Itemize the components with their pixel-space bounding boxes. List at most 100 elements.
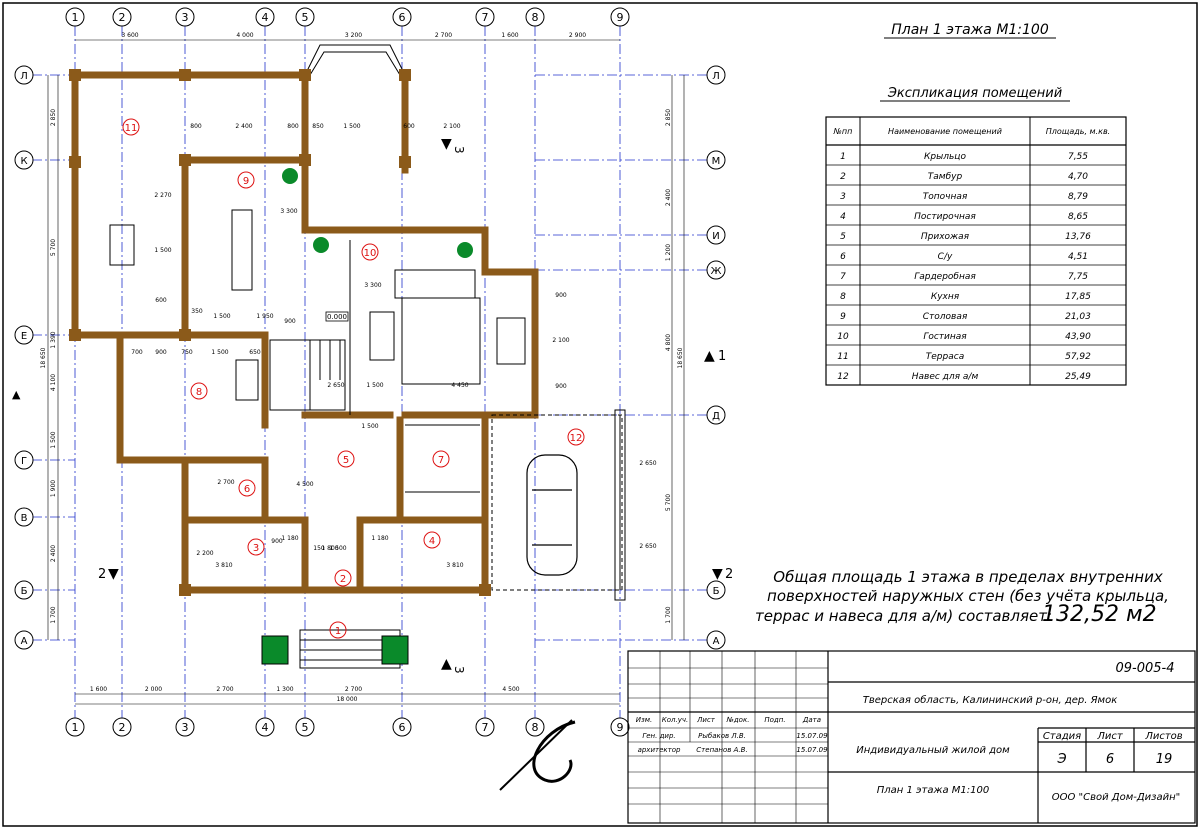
explication-cell-area: 8,65 xyxy=(1068,212,1088,222)
stamp-signer-role: Ген. дир. xyxy=(642,732,675,740)
axis-bubble xyxy=(65,7,85,27)
stamp-column-header: Лист xyxy=(696,716,716,724)
axis-label: 8 xyxy=(532,11,539,24)
explication-cell-name: Терраса xyxy=(926,352,964,362)
stamp-company: ООО "Свой Дом-Дизайн" xyxy=(1052,792,1181,803)
inner-dimension: 2 650 xyxy=(327,382,344,389)
room-number: 8 xyxy=(196,387,202,398)
inner-dimension: 3 810 xyxy=(215,562,232,569)
axis-bubble xyxy=(112,717,132,737)
explication-cell-area: 17,85 xyxy=(1065,292,1091,302)
explication-cell-number: 11 xyxy=(837,352,848,362)
stamp-column-header: Кол.уч. xyxy=(662,716,688,724)
room-number-circle xyxy=(423,531,441,549)
explication-cell-number: 6 xyxy=(840,252,846,262)
explication-cell-area: 25,49 xyxy=(1065,372,1091,382)
axis-label: 7 xyxy=(482,11,489,24)
explication-cell-number: 10 xyxy=(837,332,849,342)
axis-label: Л xyxy=(712,71,720,82)
axis-bubble xyxy=(475,7,495,27)
right-dimension: 1 700 xyxy=(665,606,672,623)
axis-bubble xyxy=(610,7,630,27)
axis-label: 8 xyxy=(532,721,539,734)
svg-text:▲: ▲ xyxy=(441,656,452,672)
axis-label: 9 xyxy=(617,721,624,734)
right-dimension: 2 850 xyxy=(665,109,672,126)
explication-cell-number: 7 xyxy=(840,272,846,282)
top-dimension: 3 600 xyxy=(121,32,138,39)
explication-header: №пп xyxy=(833,127,853,136)
axis-label: 2 xyxy=(119,11,126,24)
axis-bubble xyxy=(295,717,315,737)
left-dimension: 5 700 xyxy=(50,239,57,256)
axis-label: 1 xyxy=(72,11,79,24)
left-total-dimension: 18 650 xyxy=(40,347,47,368)
axis-label: 4 xyxy=(262,11,269,24)
axis-label: 6 xyxy=(399,11,406,24)
stamp-code: 09-005-4 xyxy=(1115,661,1174,676)
room-number: 12 xyxy=(570,433,583,444)
top-dimension: 2 700 xyxy=(435,32,452,39)
axis-bubble xyxy=(706,580,726,600)
explication-cell-number: 9 xyxy=(840,312,846,322)
room-number: 5 xyxy=(343,455,349,466)
total-area-value: 132,52 м2 xyxy=(1042,602,1157,627)
room-number: 7 xyxy=(438,455,444,466)
room-number: 10 xyxy=(364,248,377,259)
explication-cell-name: С/у xyxy=(938,252,953,262)
axis-label: 3 xyxy=(182,721,189,734)
explication-cell-area: 7,55 xyxy=(1068,152,1088,162)
explication-title: Экспликация помещений xyxy=(887,86,1062,101)
axis-label: Б xyxy=(21,586,28,597)
explication-cell-number: 5 xyxy=(840,232,846,242)
inner-dimension: 850 xyxy=(312,123,324,130)
section-3-top: 3 xyxy=(452,146,466,154)
axis-label: К xyxy=(20,156,27,167)
svg-text:▲: ▲ xyxy=(704,348,715,364)
inner-dimension: 3 810 xyxy=(446,562,463,569)
total-area-line1: Общая площадь 1 этажа в пределах внутрен… xyxy=(773,568,1163,586)
room-number-circle xyxy=(238,479,256,497)
stamp-address: Тверская область, Калининский р-он, дер.… xyxy=(863,694,1118,706)
right-dimension: 2 400 xyxy=(665,189,672,206)
stamp-column-header: №док. xyxy=(726,716,750,724)
room-number-circle xyxy=(567,428,585,446)
inner-dimension: 900 xyxy=(284,318,296,325)
right-total-dimension: 18 650 xyxy=(677,347,684,368)
svg-text:▼: ▼ xyxy=(108,566,119,582)
dining-table-icon xyxy=(109,209,259,401)
axis-bubble xyxy=(14,580,34,600)
total-area-note: Общая площадь 1 этажа в пределах внутрен… xyxy=(755,568,1169,627)
axis-bubble xyxy=(706,225,726,245)
explication-cell-name: Топочная xyxy=(923,192,968,202)
svg-text:▼: ▼ xyxy=(441,136,452,152)
explication-cell-name: Тамбур xyxy=(928,172,963,182)
top-dimension: 2 900 xyxy=(569,32,586,39)
stamp-sheet-name: План 1 этажа М1:100 xyxy=(877,785,990,796)
inner-dimension: 700 xyxy=(131,349,143,356)
explication-cell-area: 21,03 xyxy=(1065,312,1091,322)
axis-label: А xyxy=(21,636,28,647)
inner-dimension: 1 800 xyxy=(321,545,338,552)
inner-dimension: 1 500 xyxy=(343,123,360,130)
stamp-sheets-label: Листов xyxy=(1144,731,1182,742)
axis-label: Ж xyxy=(711,266,722,277)
stamp-sheet: 6 xyxy=(1106,752,1114,767)
axis-bubble xyxy=(706,405,726,425)
axis-label: Е xyxy=(21,331,27,342)
axis-label: Л xyxy=(20,71,28,82)
inner-dimension: 2 200 xyxy=(196,550,213,557)
room-number: 1 xyxy=(335,626,341,637)
axis-bubble xyxy=(112,7,132,27)
inner-dimension: 2 700 xyxy=(217,479,234,486)
top-dimension: 1 600 xyxy=(501,32,518,39)
total-area-line2: поверхностей наружных стен (без учёта кр… xyxy=(767,587,1169,605)
axis-bubble xyxy=(295,7,315,27)
section-1: 1 xyxy=(718,349,726,364)
inner-dimension: 1 180 xyxy=(281,535,298,542)
inner-dimension: 4 500 xyxy=(296,481,313,488)
inner-dimension: 900 xyxy=(555,292,567,299)
stamp-column-header: Изм. xyxy=(636,716,652,724)
